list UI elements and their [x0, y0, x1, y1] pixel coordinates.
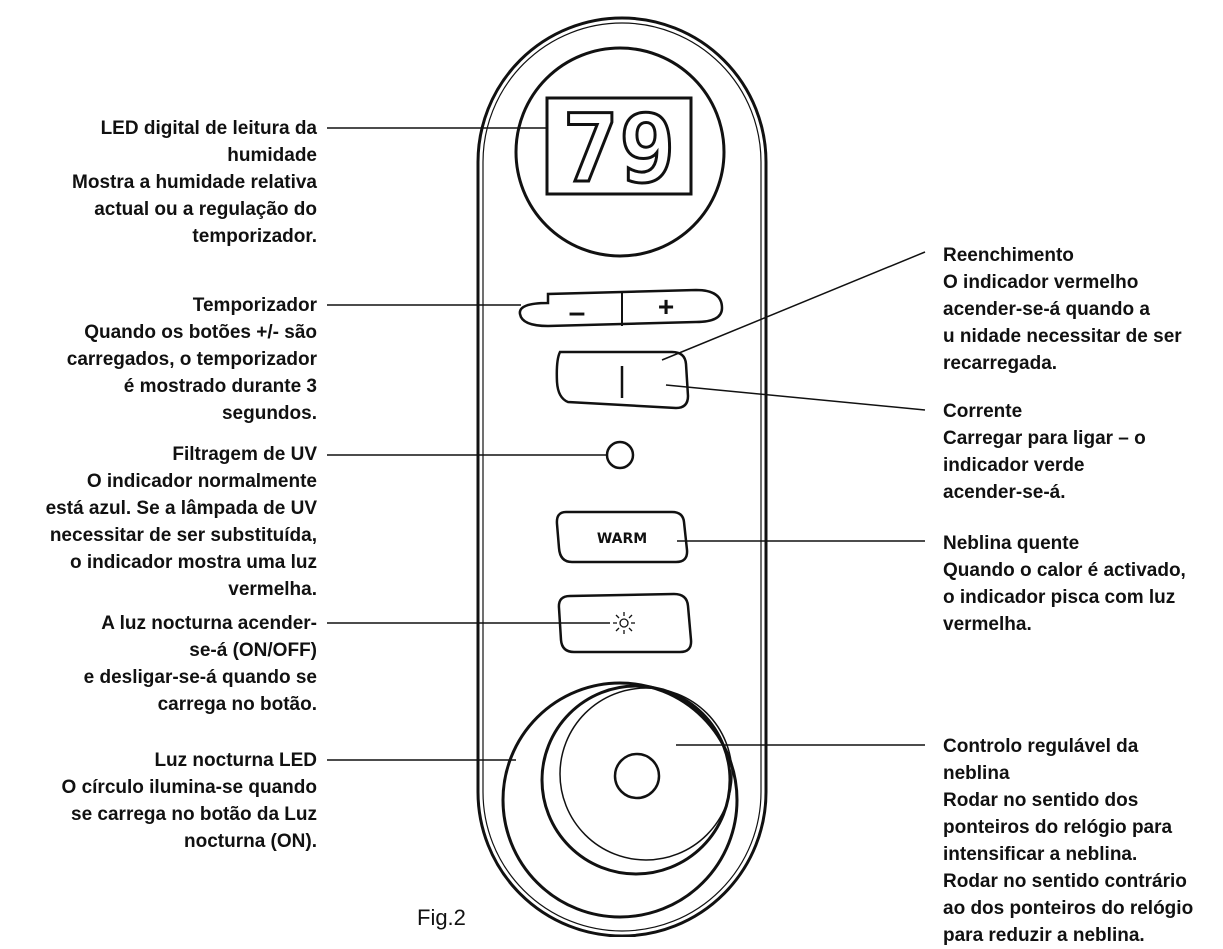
- figure-caption: Fig.2: [417, 905, 466, 930]
- timer-minus-button[interactable]: –: [522, 292, 620, 329]
- warm-label: WARM: [597, 531, 647, 547]
- control-panel-inner-outline: [482, 22, 762, 932]
- power-button[interactable]: [555, 350, 690, 410]
- display-bezel: [514, 46, 726, 258]
- timer-button-group: [518, 288, 724, 328]
- dial-knob: [613, 752, 661, 800]
- warm-button[interactable]: WARM: [555, 510, 689, 564]
- power-label: Corrente Carregar para ligar – o indicad…: [943, 401, 1146, 503]
- night-light-led-label: Luz nocturna LED O círculo ilumina-se qu…: [61, 750, 317, 852]
- uv-indicator: [605, 440, 635, 470]
- humidity-led-label: LED digital de leitura da humidade Mostr…: [72, 118, 317, 247]
- minus-label: –: [569, 296, 586, 329]
- night-light-label: A luz nocturna acender- se-á (ON/OFF) e …: [83, 613, 317, 715]
- control-panel-outline: [476, 16, 768, 937]
- humidity-display-window: [545, 96, 693, 196]
- timer-label: Temporizador Quando os botões +/- são ca…: [66, 295, 317, 424]
- uv-filter-label: Filtragem de UV O indicador normalmente …: [45, 444, 317, 600]
- night-light-button[interactable]: [557, 592, 693, 654]
- refill-label: Reenchimento O indicador vermelho acende…: [943, 245, 1182, 374]
- sun-icon: [613, 612, 635, 634]
- plus-label: +: [658, 291, 674, 322]
- leader-lines: [327, 127, 926, 761]
- timer-plus-button[interactable]: +: [624, 290, 722, 326]
- night-light-led-ring: [501, 681, 739, 919]
- mist-control-label: Controlo regulável da neblina Rodar no s…: [943, 736, 1194, 946]
- mist-control-dial[interactable]: [540, 684, 733, 876]
- humidity-display-value: 79: [562, 95, 675, 204]
- warm-mist-label: Neblina quente Quando o calor é activado…: [943, 533, 1186, 635]
